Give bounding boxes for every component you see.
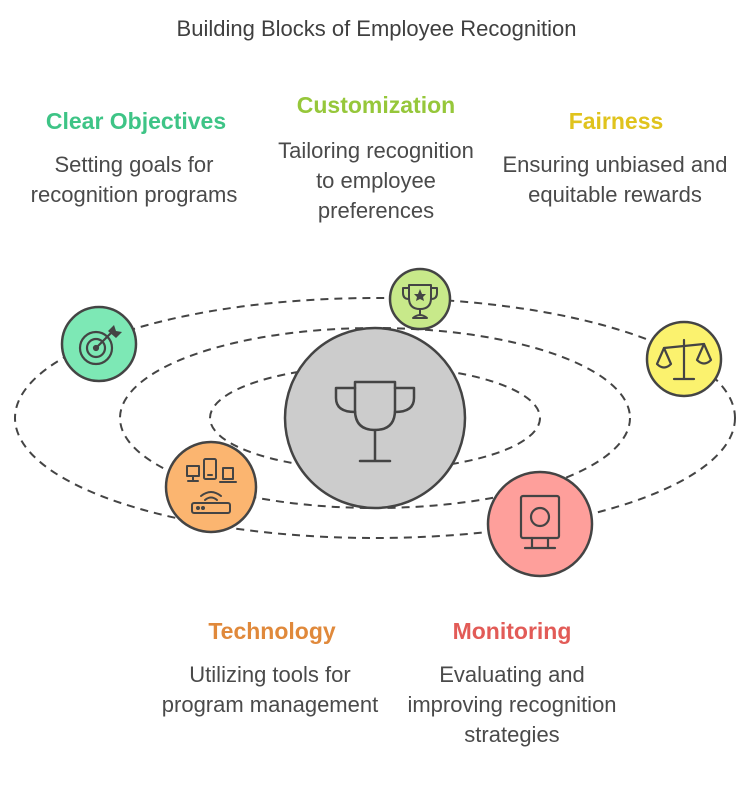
trophy-icon <box>334 380 416 463</box>
node-monitoring <box>486 470 594 578</box>
desc-technology: Utilizing tools for program management <box>161 662 379 717</box>
target-icon <box>78 325 122 366</box>
node-customization <box>388 267 452 331</box>
heading-customization: Customization <box>296 92 456 118</box>
devices-icon <box>186 458 237 514</box>
trophy-star-icon <box>402 284 438 319</box>
heading-technology: Technology <box>208 618 336 644</box>
orbit-outer <box>14 297 736 539</box>
heading-clear-objectives: Clear Objectives <box>45 108 227 134</box>
monitor-icon <box>519 494 561 550</box>
center-node <box>283 326 467 510</box>
scales-icon <box>655 338 713 381</box>
node-clear-objectives <box>60 305 138 383</box>
heading-monitoring: Monitoring <box>452 618 572 644</box>
desc-fairness: Ensuring unbiased and equitable rewards <box>502 152 728 207</box>
node-fairness <box>645 320 723 398</box>
node-technology <box>164 440 258 534</box>
diagram-title: Building Blocks of Employee Recognition <box>176 16 577 41</box>
desc-clear-objectives: Setting goals for recognition programs <box>30 152 238 207</box>
desc-monitoring: Evaluating and improving recognition str… <box>407 662 617 747</box>
desc-customization: Tailoring recognition to employee prefer… <box>278 138 474 223</box>
heading-fairness: Fairness <box>568 108 664 134</box>
